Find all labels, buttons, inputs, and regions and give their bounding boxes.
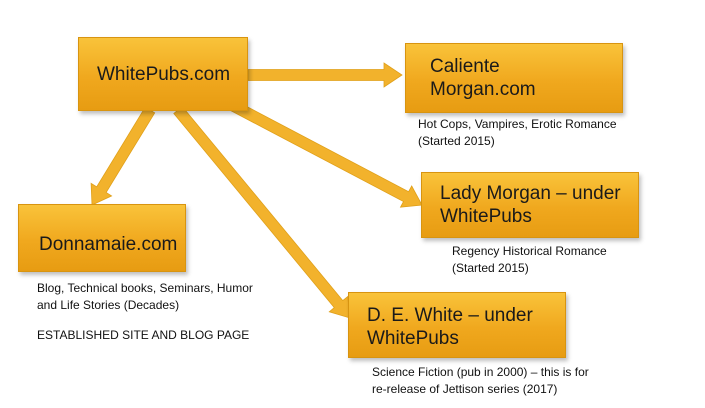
- node-donnamaie-label: Donnamaie.com: [39, 234, 178, 255]
- node-ladymorgan-desc-line-1: Regency Historical Romance: [452, 244, 607, 258]
- node-donnamaie: Donnamaie.com: [18, 204, 186, 272]
- node-caliente: Caliente Morgan.com: [405, 43, 623, 113]
- node-ladymorgan-label: Lady Morgan – under WhitePubs: [440, 183, 621, 227]
- node-ladymorgan: Lady Morgan – under WhitePubs: [421, 172, 639, 238]
- node-donnamaie-desc-line-2: and Life Stories (Decades): [37, 298, 180, 312]
- node-dewhite-description: Science Fiction (pub in 2000) – this is …: [372, 364, 652, 398]
- node-caliente-label: Caliente Morgan.com: [430, 56, 536, 100]
- node-whitepubs-label: WhitePubs.com: [97, 63, 231, 85]
- arrow-whitepubs-to-donnamaie: [90, 106, 156, 206]
- node-whitepubs: WhitePubs.com: [78, 37, 248, 111]
- node-ladymorgan-description: Regency Historical Romance (Started 2015…: [452, 243, 672, 277]
- node-donnamaie-description: Blog, Technical books, Seminars, Humor a…: [37, 280, 297, 314]
- node-caliente-description: Hot Cops, Vampires, Erotic Romance (Star…: [418, 116, 658, 150]
- node-caliente-desc-line-2: (Started 2015): [418, 134, 495, 148]
- node-dewhite-desc-line-2: re-release of Jettison series (2017): [372, 382, 558, 396]
- node-donnamaie-note: ESTABLISHED SITE AND BLOG PAGE: [37, 328, 250, 342]
- arrow-whitepubs-to-ladymorgan: [228, 99, 423, 208]
- node-dewhite-label: D. E. White – under WhitePubs: [367, 305, 533, 349]
- node-dewhite-desc-line-1: Science Fiction (pub in 2000) – this is …: [372, 365, 589, 379]
- node-donnamaie-desc-line-1: Blog, Technical books, Seminars, Humor: [37, 281, 253, 295]
- node-ladymorgan-desc-line-2: (Started 2015): [452, 261, 529, 275]
- arrow-whitepubs-to-caliente: [247, 62, 403, 88]
- node-caliente-desc-line-1: Hot Cops, Vampires, Erotic Romance: [418, 117, 617, 131]
- node-dewhite: D. E. White – under WhitePubs: [348, 292, 566, 358]
